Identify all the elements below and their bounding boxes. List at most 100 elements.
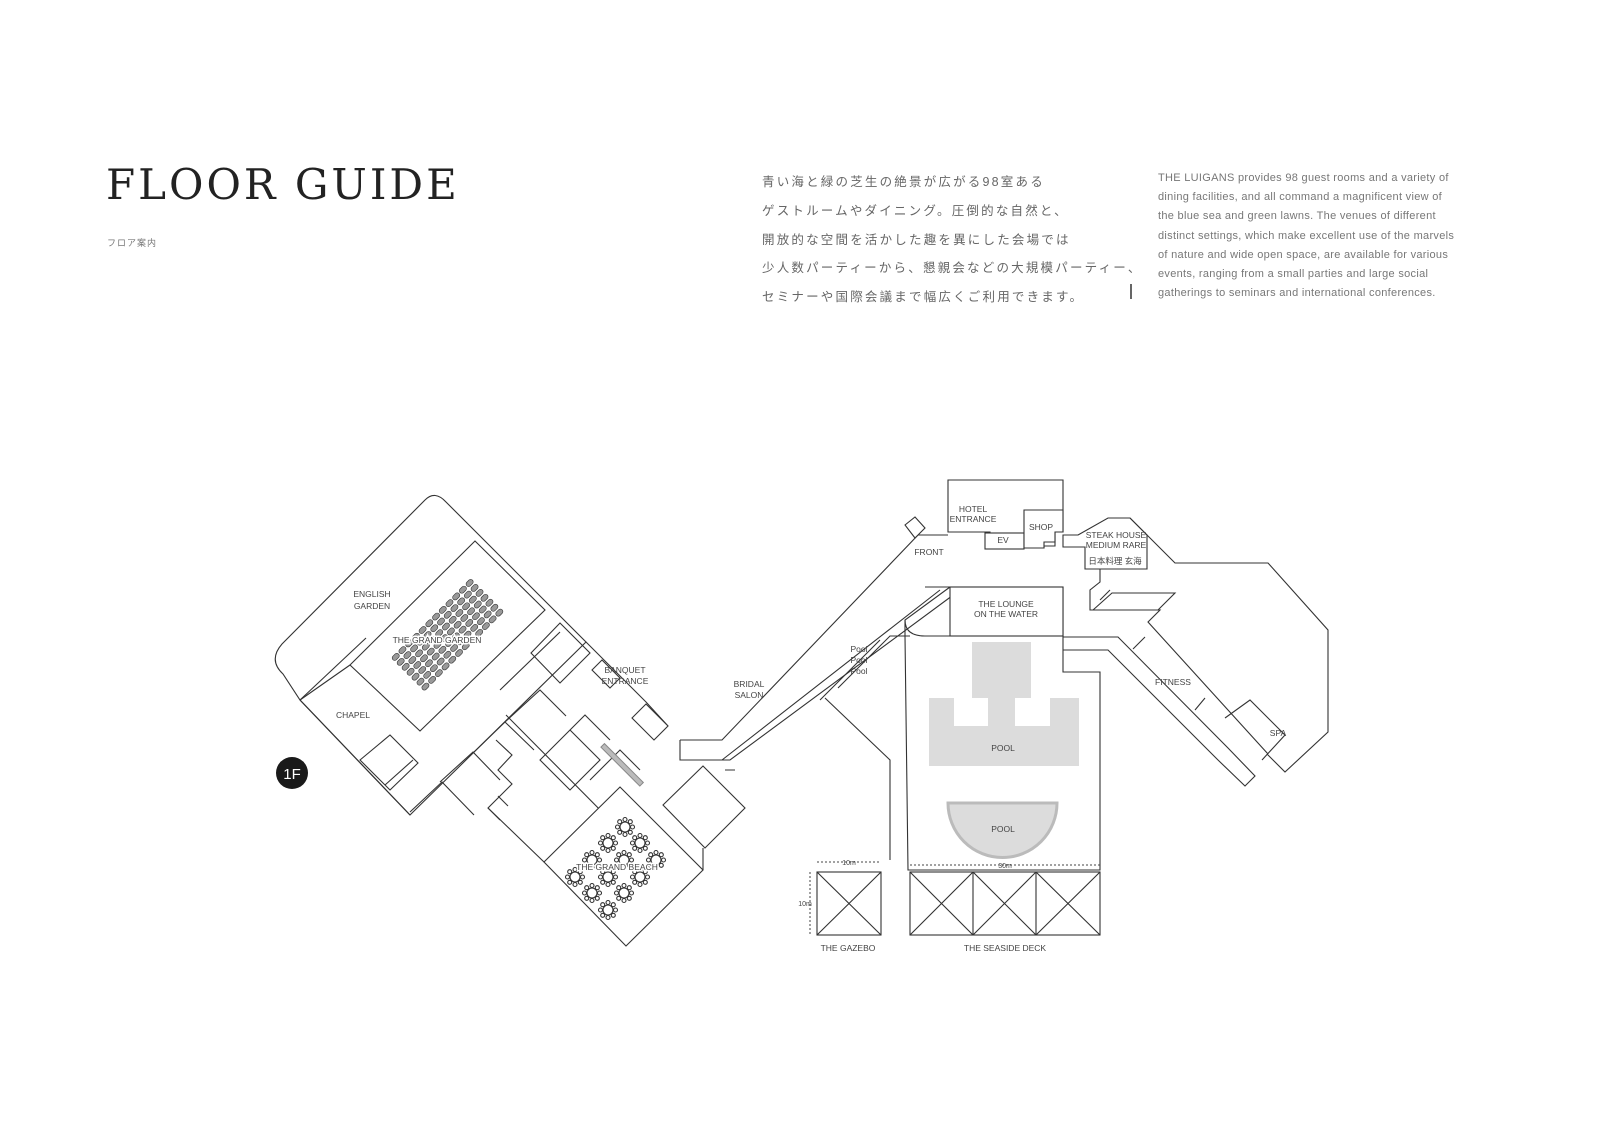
seat bbox=[398, 646, 407, 655]
label-english-garden: ENGLISH bbox=[353, 589, 390, 599]
round-table bbox=[613, 849, 635, 871]
intro-en-line: distinct settings, which make excellent … bbox=[1158, 229, 1455, 242]
seat bbox=[405, 639, 414, 648]
label-steak-house: STEAK HOUSE bbox=[1086, 530, 1147, 540]
seat bbox=[442, 622, 450, 631]
seat bbox=[485, 598, 494, 607]
seat bbox=[455, 609, 464, 617]
seat bbox=[459, 585, 467, 594]
seat bbox=[448, 615, 457, 624]
label-bridal-salon: SALON bbox=[735, 690, 764, 700]
label-pool-small: Pool bbox=[850, 655, 867, 665]
round-table bbox=[614, 816, 636, 838]
intro-jp-line: 開放的な空間を活かした趣を異にした会場では bbox=[762, 232, 1071, 247]
label-spa: SPA bbox=[1270, 728, 1287, 738]
label-ev: EV bbox=[997, 535, 1009, 545]
intro-en-line: dining facilities, and all command a mag… bbox=[1158, 191, 1442, 204]
label-english-garden: GARDEN bbox=[354, 601, 390, 611]
seat bbox=[428, 675, 437, 684]
seat bbox=[416, 677, 425, 686]
seat bbox=[401, 662, 410, 671]
seat bbox=[448, 655, 457, 664]
round-table bbox=[581, 882, 603, 904]
round-table bbox=[581, 849, 603, 871]
intro-en-line: THE LUIGANS provides 98 guest rooms and … bbox=[1158, 172, 1449, 184]
main-pool bbox=[929, 642, 1079, 766]
seat bbox=[475, 589, 484, 597]
decks bbox=[809, 861, 1101, 936]
seat bbox=[495, 608, 504, 617]
seat bbox=[457, 597, 466, 606]
label-lounge: ON THE WATER bbox=[974, 609, 1038, 619]
seat bbox=[430, 624, 439, 633]
intro-jp-line: セミナーや国際会議まで幅広くご利用できます。 bbox=[762, 290, 1085, 305]
intro-en-line: gatherings to seminars and international… bbox=[1158, 287, 1436, 300]
seat bbox=[425, 659, 433, 668]
round-pool bbox=[946, 801, 1059, 859]
seat bbox=[483, 610, 492, 619]
lounge-on-the-water bbox=[949, 586, 1064, 637]
seat bbox=[438, 645, 447, 654]
seat bbox=[438, 605, 447, 614]
seat bbox=[435, 669, 443, 677]
seat bbox=[435, 629, 444, 638]
seat bbox=[411, 672, 420, 681]
intro-en-line: events, ranging from a small parties and… bbox=[1158, 268, 1429, 281]
seat bbox=[477, 617, 485, 626]
terrace-planter bbox=[1091, 592, 1177, 611]
seat bbox=[423, 631, 432, 639]
seat bbox=[421, 642, 430, 651]
gazebo bbox=[809, 861, 882, 936]
map-labels: ENGLISH GARDEN THE GRAND GARDEN CHAPEL B… bbox=[336, 504, 1287, 953]
grand-garden-seating bbox=[391, 579, 504, 691]
central-corridor bbox=[662, 516, 961, 870]
seat bbox=[428, 636, 437, 644]
seat bbox=[453, 620, 462, 629]
seat bbox=[396, 657, 405, 666]
seat bbox=[420, 654, 428, 663]
seat bbox=[463, 630, 472, 639]
floor-badge: 1F bbox=[276, 757, 308, 789]
label-banquet-entrance: BANQUET bbox=[604, 665, 645, 675]
label-pool-main: POOL bbox=[991, 743, 1015, 753]
seat bbox=[431, 652, 440, 661]
seat bbox=[445, 639, 453, 647]
seat bbox=[490, 603, 499, 612]
seat bbox=[463, 590, 472, 599]
round-table bbox=[613, 882, 635, 904]
label-banquet-entrance: ENTRANCE bbox=[602, 676, 649, 686]
seat bbox=[472, 612, 480, 621]
seat bbox=[418, 626, 427, 634]
label-front: FRONT bbox=[914, 547, 943, 557]
seat bbox=[470, 624, 479, 632]
intro-japanese: 青い海と緑の芝生の絶景が広がる98室ある ゲストルームやダイニング。圧倒的な自然… bbox=[762, 168, 1143, 312]
round-table bbox=[629, 832, 651, 854]
round-table bbox=[629, 866, 651, 888]
seat bbox=[467, 607, 475, 616]
intro-en-line: of nature and wide open space, are avail… bbox=[1158, 248, 1449, 261]
seat bbox=[480, 593, 489, 602]
intro-jp-line: 少人数パーティーから、懇親会などの大規模パーティー、 bbox=[762, 261, 1143, 276]
seat bbox=[443, 610, 452, 619]
seat bbox=[408, 656, 417, 664]
label-fitness: FITNESS bbox=[1155, 677, 1191, 687]
banquet-entrance bbox=[591, 659, 621, 689]
floor-badge-label: 1F bbox=[283, 766, 301, 783]
seat bbox=[436, 657, 445, 666]
seat bbox=[470, 584, 479, 592]
seat bbox=[445, 599, 454, 607]
seat bbox=[465, 579, 474, 587]
seat bbox=[468, 635, 477, 644]
grand-beach-tables bbox=[564, 816, 667, 921]
partition-bar bbox=[600, 742, 645, 787]
label-gazebo: THE GAZEBO bbox=[821, 943, 876, 953]
label-bridal-salon: BRIDAL bbox=[734, 679, 765, 689]
label-japanese-restaurant: 日本料理 玄海 bbox=[1088, 556, 1142, 566]
seat bbox=[418, 666, 427, 674]
steak-house bbox=[1062, 517, 1148, 570]
label-deck-width: 30m bbox=[998, 863, 1012, 870]
hotel-entrance-block bbox=[918, 479, 1078, 550]
seat bbox=[456, 637, 465, 646]
page-title: FLOOR GUIDE bbox=[106, 160, 460, 209]
